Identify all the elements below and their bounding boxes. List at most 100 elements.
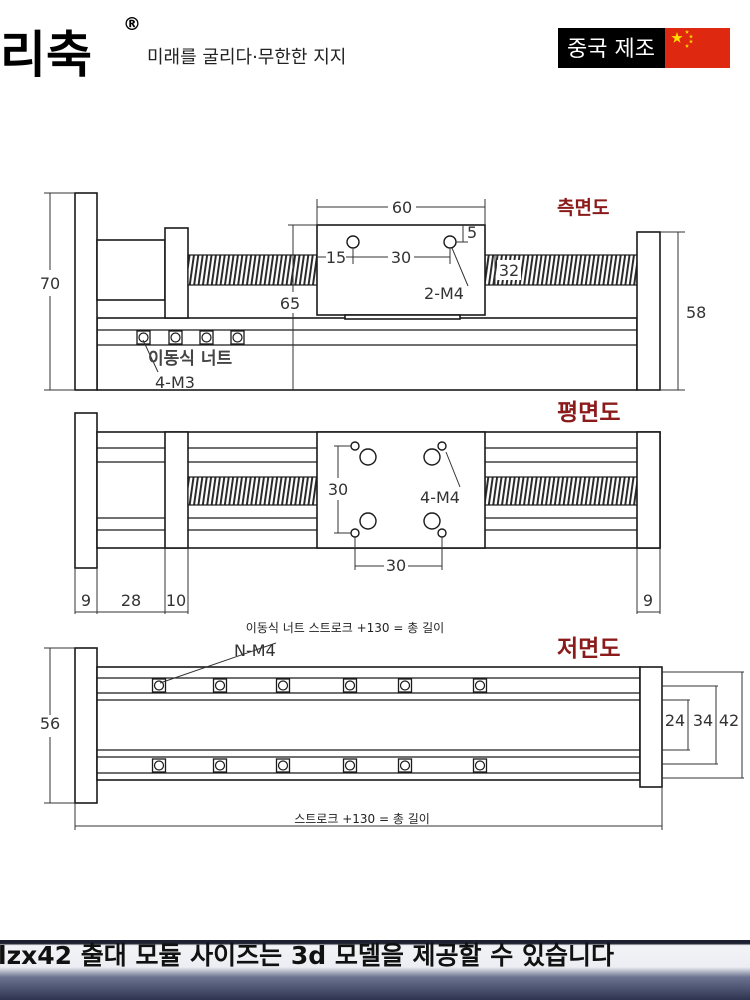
coupling-housing bbox=[96, 239, 166, 301]
nut-hole bbox=[214, 760, 226, 771]
stroke-note: 이동식 너트 스트로크 +130 = 총 길이 bbox=[246, 621, 444, 635]
side-view: 측면도 60 15 30 5 32 2-M4 70 65 58 이동식 너트 4… bbox=[40, 192, 706, 392]
t-slot-nut bbox=[397, 678, 413, 693]
moving-nut-label: 이동식 너트 bbox=[148, 349, 232, 369]
china-flag-icon bbox=[665, 28, 730, 68]
end-block-right bbox=[636, 431, 661, 549]
nut-holes-label: 4-M3 bbox=[155, 373, 195, 392]
mounting-hole bbox=[443, 235, 457, 249]
nut-hole bbox=[201, 332, 212, 343]
footer-text: lzx42 출대 모듈 사이즈는 3d 모델을 제공할 수 있습니다 bbox=[0, 941, 614, 970]
mounting-hole bbox=[359, 448, 377, 466]
dim-hole-spacing-vertical: 30 bbox=[328, 480, 348, 499]
dim-screw: 32 bbox=[499, 261, 519, 280]
motor-mount-plate bbox=[74, 647, 98, 804]
t-slot-nut bbox=[168, 330, 183, 345]
rail-slot-lines bbox=[97, 677, 640, 774]
registered-mark: ® bbox=[123, 14, 141, 35]
origin-badge-background bbox=[558, 28, 665, 68]
dim-right-plate: 9 bbox=[643, 591, 653, 610]
nut-hole bbox=[474, 760, 486, 771]
header: 리축 ® 미래를 굴리다·무한한 지지 중국 제조 bbox=[0, 14, 730, 84]
dim-left-plate: 9 bbox=[81, 591, 91, 610]
origin-badge: 중국 제조 bbox=[558, 28, 730, 68]
dimension-lines bbox=[44, 192, 685, 391]
dim-end-block-height: 58 bbox=[686, 303, 706, 322]
origin-badge-label: 중국 제조 bbox=[567, 37, 655, 62]
nut-hole bbox=[277, 760, 289, 771]
carriage-holes-label: 2-M4 bbox=[424, 284, 464, 303]
dimension-lines bbox=[74, 445, 661, 614]
mounting-hole bbox=[423, 512, 441, 530]
t-slot-nut bbox=[199, 330, 214, 345]
t-slot-nut bbox=[151, 678, 167, 693]
nut-hole bbox=[399, 680, 411, 691]
carriage bbox=[316, 224, 486, 316]
dim-hole-edge-offset: 15 bbox=[326, 248, 346, 267]
nut-hole bbox=[153, 760, 165, 771]
side-view-title: 측면도 bbox=[557, 197, 609, 219]
leader-line bbox=[159, 642, 277, 684]
carriage-holes-label: 4-M4 bbox=[420, 488, 460, 507]
mounting-hole bbox=[423, 448, 441, 466]
pin-hole bbox=[350, 528, 360, 538]
dim-hole-spacing-horizontal: 30 bbox=[386, 556, 406, 575]
nut-hole bbox=[474, 680, 486, 691]
t-slot-nut bbox=[275, 758, 291, 773]
t-slot-nut bbox=[275, 678, 291, 693]
bottom-view: 이동식 너트 스트로크 +130 = 총 길이 N-M4 저면도 56 24 3… bbox=[40, 621, 744, 830]
dim-slot-spacing-inner: 24 bbox=[665, 711, 685, 730]
total-length-note: 스트로크 +130 = 총 길이 bbox=[294, 812, 430, 826]
ball-screw-left bbox=[187, 476, 318, 506]
t-slot-nut bbox=[230, 330, 245, 345]
dim-slot-spacing-middle: 34 bbox=[693, 711, 713, 730]
nut-hole bbox=[277, 680, 289, 691]
ball-screw-right bbox=[484, 476, 638, 506]
dim-carriage-height: 65 bbox=[280, 294, 300, 313]
dim-total-height: 70 bbox=[40, 274, 60, 293]
rail-profile bbox=[96, 666, 641, 781]
end-block-left bbox=[164, 227, 189, 319]
carriage-foot bbox=[344, 314, 461, 320]
end-block-right bbox=[636, 231, 661, 391]
nut-hole bbox=[170, 332, 181, 343]
flag-field bbox=[665, 28, 730, 68]
footer-background bbox=[0, 940, 750, 1000]
nut-hole bbox=[344, 680, 356, 691]
motor-mount-plate bbox=[74, 192, 98, 391]
mounting-hole bbox=[359, 512, 377, 530]
dim-profile-width: 42 bbox=[719, 711, 739, 730]
nut-hole bbox=[214, 680, 226, 691]
mounting-hole bbox=[346, 235, 360, 249]
t-slot-nut bbox=[212, 758, 228, 773]
t-slot-nut bbox=[136, 330, 151, 345]
dim-plate-height: 56 bbox=[40, 714, 60, 733]
t-slot-nut bbox=[472, 758, 488, 773]
t-slot-nut-group bbox=[136, 330, 245, 345]
leader-lines bbox=[142, 247, 469, 373]
end-block-left bbox=[164, 431, 189, 549]
ball-screw-left bbox=[187, 254, 318, 286]
footer-banner: lzx42 출대 모듈 사이즈는 3d 모델을 제공할 수 있습니다 bbox=[0, 940, 750, 1000]
end-block-right bbox=[639, 666, 663, 788]
t-slot-nut bbox=[342, 758, 358, 773]
pin-hole bbox=[437, 441, 447, 451]
rail-slot-lines bbox=[97, 329, 637, 346]
label-background bbox=[497, 260, 521, 280]
brand-name: 리축 bbox=[0, 26, 92, 84]
dim-coupling-length: 28 bbox=[121, 591, 141, 610]
dim-hole-top-offset: 5 bbox=[467, 223, 477, 242]
top-view-title: 평면도 bbox=[557, 400, 620, 426]
leader-line bbox=[445, 451, 461, 488]
dimension-lines bbox=[44, 647, 744, 830]
motor-mount-plate bbox=[74, 412, 98, 569]
slogan: 미래를 굴리다·무한한 지지 bbox=[147, 47, 346, 68]
dim-carriage-width: 60 bbox=[392, 198, 412, 217]
nut-hole bbox=[344, 760, 356, 771]
carriage bbox=[316, 431, 486, 549]
nut-hole bbox=[399, 760, 411, 771]
pin-hole bbox=[350, 441, 360, 451]
t-slot-nut bbox=[397, 758, 413, 773]
dim-hole-spacing: 30 bbox=[391, 248, 411, 267]
